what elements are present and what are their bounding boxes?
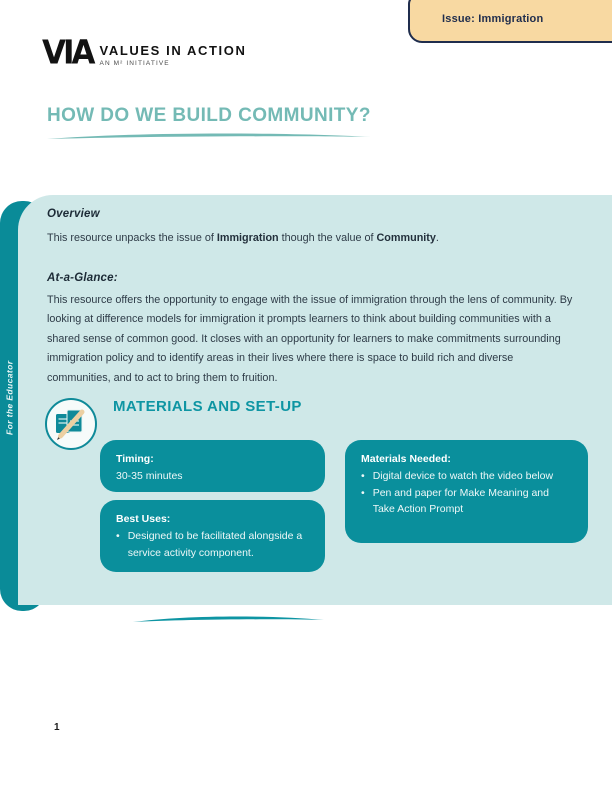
bullet-icon: • [361,469,365,482]
materials-section-heading: MATERIALS AND SET-UP [113,398,302,415]
timing-value: 30-35 minutes [116,469,183,482]
via-logo-tagline: AN M² INITIATIVE [99,60,170,67]
overview-text-prefix: This resource unpacks the issue of [47,232,217,244]
via-logo-name: VALUES IN ACTION [99,43,247,58]
overview-text: This resource unpacks the issue of Immig… [47,229,592,248]
documents-and-pencil-icon [45,398,97,450]
at-a-glance-text: This resource offers the opportunity to … [47,294,573,384]
at-a-glance-heading: At-a-Glance: [47,272,118,284]
bullet-icon: • [116,529,120,542]
materials-needed-bullet-text: Digital device to watch the video below [372,469,554,482]
bullet-icon: • [361,486,365,499]
best-uses-bullet-text: Designed to be facilitated alongside a s… [127,529,303,559]
best-uses-heading: Best Uses: [116,513,171,525]
materials-needed-bullet: • Pen and paper for Make Meaning and Tak… [361,485,572,519]
via-logo-text: VALUES IN ACTION AN M² INITIATIVE [100,43,247,67]
issue-tab-label: Issue: Immigration [442,12,544,25]
materials-needed-bullet: • Digital device to watch the video belo… [361,468,572,485]
materials-needed-box: Materials Needed: • Digital device to wa… [345,440,588,543]
best-uses-bullet: • Designed to be facilitated alongside a… [116,528,309,562]
overview-value-bold: Community [376,232,436,244]
overview-issue-bold: Immigration [216,232,279,244]
timing-heading: Timing: [116,453,154,465]
page-number: 1 [54,722,60,733]
title-underline-swoosh [47,133,371,139]
materials-underline-swoosh [133,616,324,622]
page-title: HOW DO WE BUILD COMMUNITY? [47,105,371,126]
best-uses-box: Best Uses: • Designed to be facilitated … [100,500,325,572]
materials-needed-bullet-text: Pen and paper for Make Meaning and Take … [372,486,549,516]
sidebar-label: For the Educator [4,360,15,435]
via-logo: VIA VALUES IN ACTION AN M² INITIATIVE [42,34,247,72]
overview-heading: Overview [47,208,100,220]
overview-text-suffix: . [435,232,439,244]
overview-text-middle: though the value of [278,232,377,244]
via-logo-mark: VIA [42,34,96,72]
timing-box: Timing: 30-35 minutes [100,440,325,492]
issue-tab: Issue: Immigration [408,0,612,43]
content-panel: Overview This resource unpacks the issue… [18,195,612,622]
materials-needed-heading: Materials Needed: [361,453,451,465]
